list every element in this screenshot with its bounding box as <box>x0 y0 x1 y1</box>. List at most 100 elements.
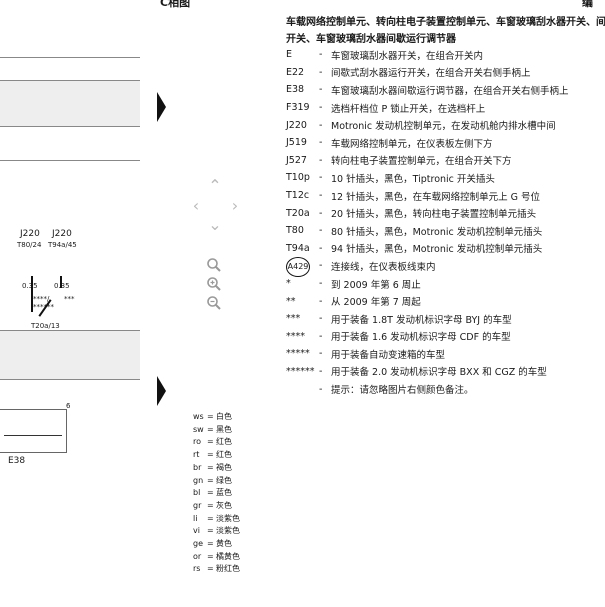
chevron-down-icon[interactable]: ⌄ <box>208 215 222 234</box>
color-key-row: ro=红色 <box>193 436 240 449</box>
legend-row: T20a-20 针插头，黑色，转向柱电子装置控制单元插头 <box>286 204 605 222</box>
color-key-row: ws=白色 <box>193 411 240 424</box>
color-key-row: bl=蓝色 <box>193 487 240 500</box>
color-equals: = <box>207 564 214 574</box>
legend-desc: 到 2009 年第 6 周止 <box>331 279 421 291</box>
color-abbrev: ws <box>193 412 204 421</box>
chevron-right-icon[interactable]: › <box>231 196 239 215</box>
legend-desc: 94 针插头，黑色，Motronic 发动机控制单元插头 <box>331 244 543 256</box>
zoom-in-icon[interactable] <box>206 276 222 292</box>
zoom-out-icon[interactable] <box>206 295 222 311</box>
color-equals: = <box>207 551 214 561</box>
wiring-diagram: J220 T80/24 J220 T94a/45 0.35 0.35 ****/… <box>0 0 166 500</box>
legend-row: E22-间歇式刮水器运行开关，在组合开关右侧手柄上 <box>286 64 605 82</box>
legend-code: **** <box>286 330 305 342</box>
legend-code: J527 <box>286 154 307 166</box>
connector-j220-b-name: J220 <box>52 229 72 239</box>
legend-row: *-到 2009 年第 6 周止 <box>286 275 605 293</box>
color-name: 红色 <box>216 437 232 447</box>
legend-row: *****-用于装备自动变速箱的车型 <box>286 345 605 363</box>
component-e38-box <box>0 409 67 453</box>
color-name: 红色 <box>216 450 232 460</box>
legend-row: J220-Motronic 发动机控制单元，在发动机舱内排水槽中间 <box>286 116 605 134</box>
variant-marks-left: ****/ ****** <box>33 295 54 311</box>
legend-desc: 从 2009 年第 7 周起 <box>331 297 421 309</box>
legend-dash: - <box>319 84 323 96</box>
legend-dash: - <box>319 260 323 272</box>
legend-row: -提示：请忽略图片右侧颜色备注。 <box>286 380 605 398</box>
color-name: 褐色 <box>216 462 232 472</box>
legend-desc: 车窗玻璃刮水器开关，在组合开关内 <box>331 50 484 62</box>
color-equals: = <box>207 437 214 447</box>
legend-row: J527-转向柱电子装置控制单元，在组合开关下方 <box>286 152 605 170</box>
legend-dash: - <box>319 330 323 342</box>
legend-dash: - <box>319 102 323 114</box>
color-name: 黄色 <box>216 539 232 549</box>
color-name: 绿色 <box>216 475 232 485</box>
legend-dash: - <box>319 66 323 78</box>
legend-dash: - <box>319 295 323 307</box>
legend-dash: - <box>319 225 323 237</box>
connector-t20a-pin: T20a/13 <box>31 322 60 330</box>
zoom-fit-icon[interactable] <box>206 257 222 273</box>
color-key-row: gr=灰色 <box>193 500 240 513</box>
legend-code: E <box>286 49 293 61</box>
header-left-fragment: C相图 <box>160 0 191 9</box>
legend-desc: 80 针插头，黑色，Motronic 发动机控制单元插头 <box>331 226 543 238</box>
color-abbrev: rt <box>193 450 200 460</box>
legend-desc: 选档杆档位 P 锁止开关，在选档杆上 <box>331 103 486 115</box>
legend-row: ******-用于装备 2.0 发动机标识字母 BXX 和 CGZ 的车型 <box>286 363 605 381</box>
color-name: 蓝色 <box>216 488 232 498</box>
legend-desc: 提示：请忽略图片右侧颜色备注。 <box>331 385 474 397</box>
color-key-row: rt=红色 <box>193 449 240 462</box>
color-name: 粉红色 <box>216 564 240 574</box>
color-key-row: sw=黑色 <box>193 424 240 437</box>
diagram-band-divider <box>0 160 140 161</box>
legend-desc: 连接线，在仪表板线束内 <box>331 261 436 273</box>
legend-desc: 车载网络控制单元，在仪表板左侧下方 <box>331 138 493 150</box>
color-name: 淡紫色 <box>216 513 240 523</box>
connector-j220-a-name: J220 <box>20 229 40 239</box>
legend-code: ***** <box>286 348 310 360</box>
legend-title-line-1: 车载网络控制单元、转向柱电子装置控制单元、车窗玻璃刮水器开关、间 <box>286 17 605 28</box>
legend-row: F319-选档杆档位 P 锁止开关，在选档杆上 <box>286 99 605 117</box>
legend-code: T80 <box>286 225 304 237</box>
page-continues-arrow-bottom <box>157 376 166 406</box>
legend-code: J220 <box>286 119 307 131</box>
legend-desc: 用于装备自动变速箱的车型 <box>331 349 446 361</box>
color-abbrev: or <box>193 551 202 561</box>
chevron-up-icon[interactable]: ⌃ <box>208 176 222 195</box>
color-name: 白色 <box>216 412 232 421</box>
page-continues-arrow-top <box>157 92 166 122</box>
color-abbrev: rs <box>193 564 201 574</box>
legend-dash: - <box>319 348 323 360</box>
legend-row: ****-用于装备 1.6 发动机标识字母 CDF 的车型 <box>286 328 605 346</box>
legend-row: E38-车窗玻璃刮水器间歇运行调节器，在组合开关右侧手柄上 <box>286 81 605 99</box>
legend-dash: - <box>319 137 323 149</box>
legend-code: F319 <box>286 102 310 114</box>
legend-desc: 间歇式刮水器运行开关，在组合开关右侧手柄上 <box>331 68 531 80</box>
diagram-band-upper <box>0 80 140 127</box>
wire-size-a: 0.35 <box>22 282 38 290</box>
legend-code: * <box>286 278 291 290</box>
legend-row: T80 -80 针插头，黑色，Motronic 发动机控制单元插头 <box>286 222 605 240</box>
legend-dash: - <box>319 207 323 219</box>
color-equals: = <box>207 475 214 485</box>
legend-desc: 车窗玻璃刮水器间歇运行调节器，在组合开关右侧手柄上 <box>331 85 569 97</box>
legend-code-circled: A429 <box>286 256 310 277</box>
component-e38-label: E38 <box>8 456 26 466</box>
color-key-row: li =淡紫色 <box>193 513 240 526</box>
color-abbrev: sw <box>193 424 204 434</box>
variant-marks-right: *** <box>64 295 75 303</box>
legend-row: T10p-10 针插头，黑色，Tiptronic 开关插头 <box>286 169 605 187</box>
legend-code: T10p <box>286 172 310 184</box>
color-abbrev: li <box>193 513 198 523</box>
chevron-left-icon[interactable]: ‹ <box>192 196 200 215</box>
color-equals: = <box>207 513 214 523</box>
color-key-row: gn=绿色 <box>193 475 240 488</box>
legend-row: A429-连接线，在仪表板线束内 <box>286 256 605 277</box>
color-name: 淡紫色 <box>216 526 240 536</box>
component-e38-resistors <box>4 435 62 444</box>
legend-desc: 10 针插头，黑色，Tiptronic 开关插头 <box>331 173 495 185</box>
legend-dash: - <box>319 313 323 325</box>
